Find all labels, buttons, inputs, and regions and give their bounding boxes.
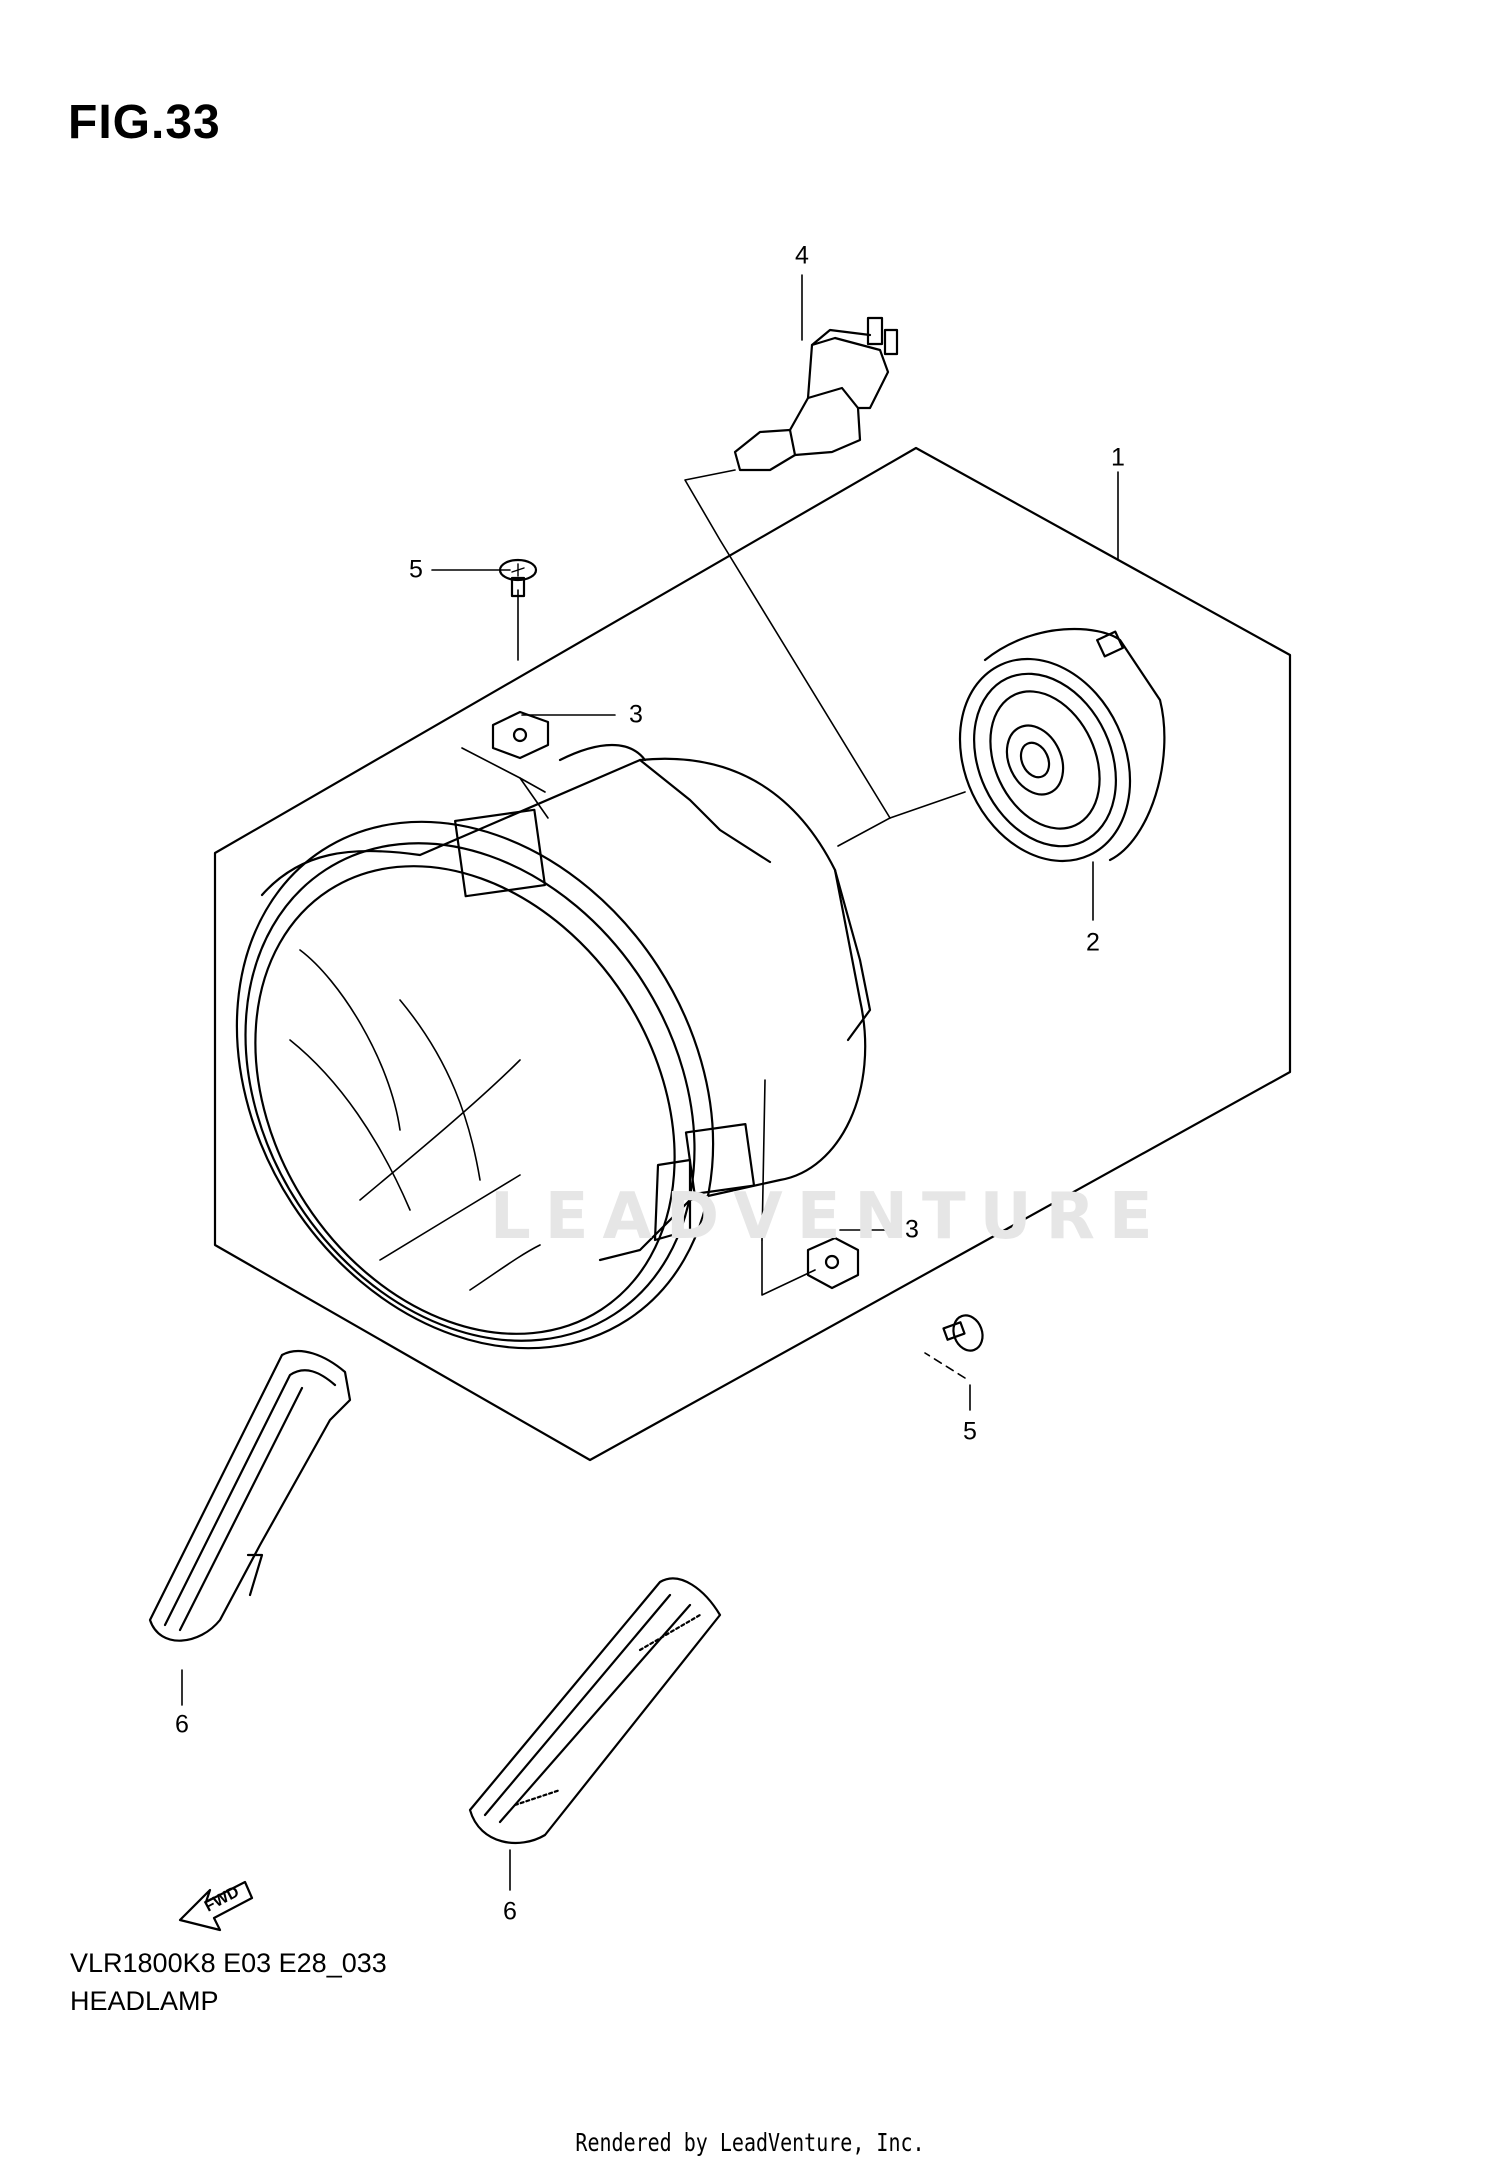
callout-part-1[interactable]: 1 (1111, 443, 1125, 472)
fwd-arrow (178, 1880, 254, 1932)
screw-part-5-upper (498, 558, 538, 598)
headlamp-housing (260, 743, 872, 1262)
clip-nut-part-3-upper (491, 710, 550, 760)
screw-part-5-lower (942, 1314, 984, 1352)
callout-part-6-right[interactable]: 6 (503, 1897, 517, 1926)
rendered-by-credit: Rendered by LeadVenture, Inc. (575, 2128, 925, 2157)
assembly-outline-box (213, 446, 1292, 1462)
callout-part-5-lower[interactable]: 5 (963, 1417, 977, 1446)
callout-part-4[interactable]: 4 (795, 241, 809, 270)
reflector-strip-part-6-right (468, 1577, 722, 1845)
reflector-strip-part-6-left (148, 1350, 352, 1642)
figure-title: FIG.33 (68, 96, 221, 149)
bulb-part-4 (733, 316, 899, 472)
callout-part-2[interactable]: 2 (1086, 928, 1100, 957)
callout-part-5-upper[interactable]: 5 (409, 555, 423, 584)
watermark: LEADVENTURE (490, 1180, 1167, 1254)
callout-part-3-lower[interactable]: 3 (905, 1215, 919, 1244)
leader-lines (181, 274, 1119, 1891)
model-code: VLR1800K8 E03 E28_033 (70, 1948, 387, 1978)
headlamp-lens (235, 820, 715, 1350)
part-group-name: HEADLAMP (70, 1986, 219, 2016)
reflector-part-2 (958, 627, 1166, 863)
clip-nut-part-3-lower (806, 1236, 860, 1290)
callout-part-3-upper[interactable]: 3 (629, 700, 643, 729)
callout-part-6-left[interactable]: 6 (175, 1710, 189, 1739)
